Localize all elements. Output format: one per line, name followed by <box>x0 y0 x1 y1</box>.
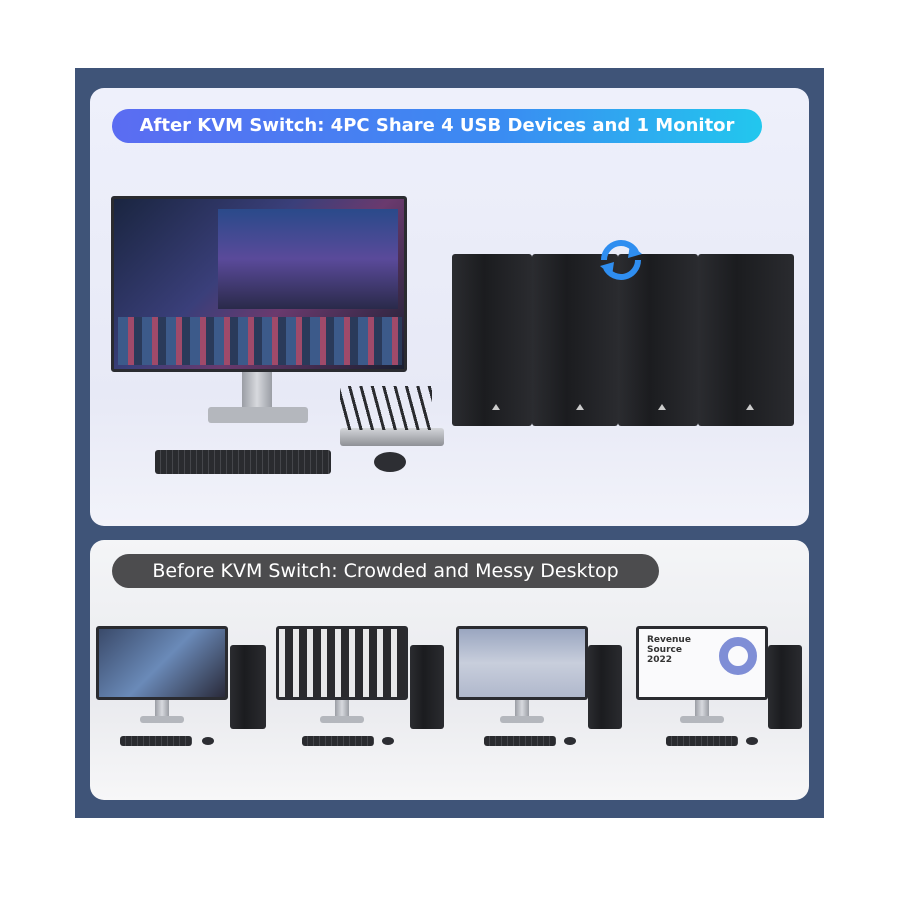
pc-tower <box>230 645 266 729</box>
monitor-base <box>140 716 184 723</box>
monitor-base <box>500 716 544 723</box>
mouse <box>564 737 576 745</box>
kvm-switch <box>340 428 444 446</box>
revenue-chart-title: Revenue Source 2022 <box>647 635 691 665</box>
mouse <box>746 737 758 745</box>
kvm-cables <box>340 386 432 430</box>
main-monitor <box>111 196 407 372</box>
pc-tower <box>768 645 802 729</box>
monitor-base <box>680 716 724 723</box>
monitor-stand <box>155 700 169 718</box>
pc-tower-2 <box>532 254 618 426</box>
desk-monitor-4: Revenue Source 2022 <box>636 626 768 700</box>
before-kvm-banner: Before KVM Switch: Crowded and Messy Des… <box>112 554 659 588</box>
corsair-logo-icon <box>658 404 666 410</box>
keyboard <box>666 736 738 746</box>
keyboard <box>302 736 374 746</box>
desk-monitor-2 <box>276 626 408 700</box>
keyboard <box>155 450 331 474</box>
pc-tower-3 <box>618 254 698 426</box>
keyboard <box>484 736 556 746</box>
desk-monitor-1 <box>96 626 228 700</box>
monitor-stand <box>695 700 709 718</box>
donut-chart <box>719 637 757 675</box>
pc-tower <box>588 645 622 729</box>
switch-arrows-icon <box>600 240 642 280</box>
corsair-logo-icon <box>576 404 584 410</box>
after-kvm-banner: After KVM Switch: 4PC Share 4 USB Device… <box>112 109 762 143</box>
monitor-stand <box>242 372 272 410</box>
mouse <box>202 737 214 745</box>
mouse <box>382 737 394 745</box>
keyboard <box>120 736 192 746</box>
pc-tower <box>410 645 444 729</box>
monitor-base <box>320 716 364 723</box>
corsair-logo-icon <box>492 404 500 410</box>
pc-tower-1 <box>452 254 532 426</box>
corsair-logo-icon <box>746 404 754 410</box>
mouse <box>374 452 406 472</box>
monitor-base <box>208 407 308 423</box>
pc-tower-4 <box>698 254 794 426</box>
monitor-stand <box>335 700 349 718</box>
desk-monitor-3 <box>456 626 588 700</box>
monitor-stand <box>515 700 529 718</box>
